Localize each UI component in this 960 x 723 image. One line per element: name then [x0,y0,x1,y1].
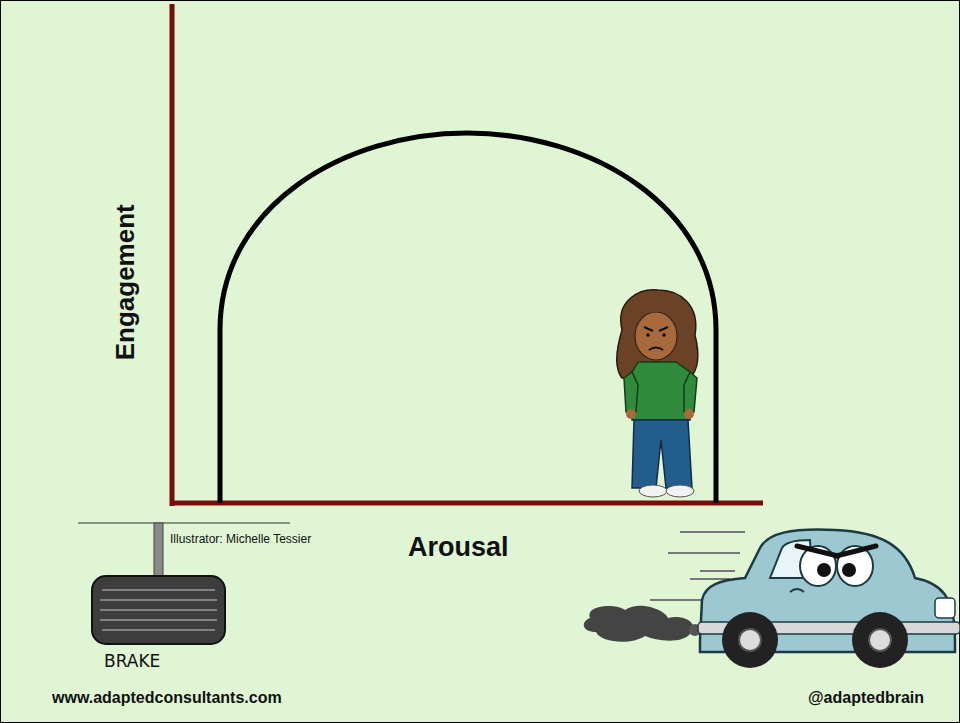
handle-note: @adaptedbrain [808,689,924,707]
axes [170,4,763,506]
arch-curve [220,133,716,503]
axis-label: Engagement [111,204,140,360]
car-illustration [584,530,960,668]
website-note: www.adaptedconsultants.com [52,689,282,707]
credit-note: Illustrator: Michelle Tessier [170,533,311,546]
axis-label: Arousal [408,533,509,563]
girl-figure [617,290,698,497]
part-name: BRAKE [104,652,160,671]
